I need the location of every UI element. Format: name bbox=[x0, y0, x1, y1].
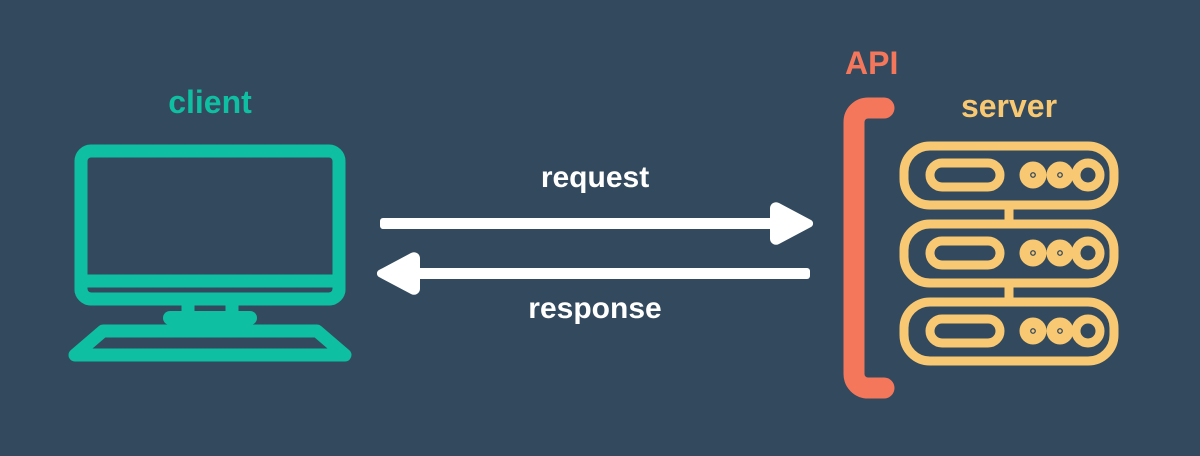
rack-unit-led-small-2 bbox=[1046, 239, 1074, 267]
request-arrow-head bbox=[770, 202, 814, 245]
rack-unit-body bbox=[899, 219, 1119, 288]
rack-unit-slot bbox=[925, 236, 1005, 270]
response-arrow-head bbox=[376, 252, 420, 295]
server-rack-unit bbox=[899, 297, 1119, 366]
rack-unit-led-dot-1 bbox=[1026, 168, 1040, 182]
rack-unit-led-dot-1 bbox=[1026, 246, 1040, 260]
rack-unit-slot bbox=[925, 314, 1005, 348]
rack-unit-led-large bbox=[1071, 236, 1105, 270]
rack-unit-led-dot-1 bbox=[1026, 324, 1040, 338]
api-label: API bbox=[845, 45, 899, 81]
server-rack-unit bbox=[899, 141, 1119, 210]
rack-unit-led-dot-2 bbox=[1053, 168, 1067, 182]
request-arrow-shaft bbox=[380, 218, 792, 229]
client-monitor-icon bbox=[68, 144, 352, 362]
rack-unit-led-large bbox=[1071, 314, 1105, 348]
server-rack-icon bbox=[899, 141, 1119, 366]
server-rack-unit bbox=[899, 219, 1119, 288]
rack-unit-body bbox=[899, 141, 1119, 210]
monitor-base-strip bbox=[74, 274, 346, 306]
response-arrow-shaft bbox=[398, 268, 810, 279]
api-bracket-icon bbox=[843, 97, 895, 399]
client-label: client bbox=[168, 84, 252, 120]
rack-unit-led-small-2 bbox=[1046, 317, 1074, 345]
rack-unit-led-dot-2 bbox=[1053, 324, 1067, 338]
server-label: server bbox=[960, 88, 1058, 124]
rack-unit-slot bbox=[925, 158, 1005, 192]
request-label: request bbox=[540, 161, 650, 194]
rack-unit-body bbox=[899, 297, 1119, 366]
rack-unit-led-large bbox=[1071, 158, 1105, 192]
response-arrow-icon bbox=[376, 252, 810, 295]
rack-unit-led-small-1 bbox=[1019, 239, 1047, 267]
rack-unit-led-small-1 bbox=[1019, 317, 1047, 345]
rack-unit-led-small-1 bbox=[1019, 161, 1047, 189]
rack-unit-led-small-2 bbox=[1046, 161, 1074, 189]
request-arrow-icon bbox=[380, 202, 814, 245]
response-label: response bbox=[528, 292, 662, 325]
client-keyboard-icon bbox=[68, 324, 352, 362]
rack-unit-led-dot-2 bbox=[1053, 246, 1067, 260]
